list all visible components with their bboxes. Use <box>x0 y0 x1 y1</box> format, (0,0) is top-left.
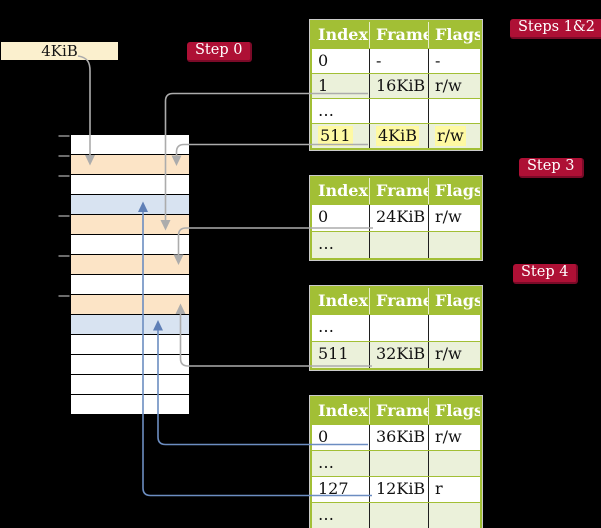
table-cell: 511 <box>312 124 370 148</box>
memory-row-peach <box>71 155 189 175</box>
step0-badge: Step 0 <box>187 42 253 62</box>
table-cell: 0 <box>312 49 370 73</box>
table-cell: r/w <box>435 344 462 363</box>
table-cell: 36KiB <box>370 425 429 450</box>
memory-row-peach <box>71 215 189 235</box>
header-frame: Frame <box>370 22 429 48</box>
table-cell <box>370 503 429 528</box>
memory-row-white <box>71 235 189 255</box>
table-cell: 1 <box>312 74 370 98</box>
table-cell <box>429 451 480 476</box>
table-cell <box>370 315 429 341</box>
table-row: … <box>312 502 480 528</box>
table-row: … <box>312 98 480 123</box>
memory-row-white <box>71 275 189 295</box>
memory-row-peach <box>71 255 189 275</box>
table-cell: 32KiB <box>370 342 429 368</box>
header-index: Index <box>312 22 370 48</box>
table-cell: r/w <box>435 126 466 146</box>
table-row: … <box>312 450 480 476</box>
memory-row-blue <box>71 315 189 335</box>
table-cell: - <box>435 51 441 70</box>
header-index: Index <box>312 398 370 424</box>
table-row: … <box>312 231 480 258</box>
memory-row-white <box>71 335 189 355</box>
memory-row-white <box>71 135 189 155</box>
table-cell: 0 <box>312 425 370 450</box>
table-cell <box>429 503 480 528</box>
header-frame: Frame <box>370 398 429 424</box>
header-index: Index <box>312 288 370 314</box>
table-cell: r <box>435 479 443 498</box>
physical-memory-stack <box>70 134 190 415</box>
table-cell: 4KiB <box>370 124 429 148</box>
table-cell: 127 <box>312 477 370 502</box>
memory-row-peach <box>71 295 189 315</box>
table-cell <box>370 99 429 123</box>
header-index: Index <box>312 178 370 204</box>
header-flags: Flags <box>435 181 480 200</box>
step3-badge: Step 3 <box>519 158 585 178</box>
table-cell: r/w <box>435 76 462 95</box>
table-cell: r/w <box>435 207 462 226</box>
table-cell: r/w <box>435 427 462 446</box>
table-cell: 12KiB <box>370 477 429 502</box>
memory-row-white <box>71 355 189 375</box>
table-cell: … <box>312 315 370 341</box>
table-cell: … <box>312 451 370 476</box>
header-frame: Frame <box>370 178 429 204</box>
table-cell <box>370 451 429 476</box>
memory-row-white <box>71 375 189 395</box>
table-cell: 16KiB <box>370 74 429 98</box>
table-cell <box>429 99 480 123</box>
table-cell: 0 <box>312 205 370 231</box>
header-flags: Flags <box>435 401 480 420</box>
table-row: 0-- <box>312 48 480 73</box>
step4-badge: Step 4 <box>513 264 579 284</box>
table-row: … <box>312 314 480 341</box>
table-cell <box>429 232 480 258</box>
header-flags: Flags <box>435 291 480 310</box>
memory-row-white <box>71 175 189 195</box>
header-flags: Flags <box>435 25 480 44</box>
table-cell <box>429 315 480 341</box>
memory-tick-marks <box>58 135 70 297</box>
page-size-label: 4KiB <box>1 42 118 60</box>
table-cell: … <box>312 232 370 258</box>
header-frame: Frame <box>370 288 429 314</box>
memory-row-white <box>71 395 189 414</box>
table-cell: 511 <box>312 342 370 368</box>
table-cell: … <box>312 503 370 528</box>
steps-1-2-badge: Steps 1&2 <box>510 19 601 39</box>
memory-row-blue <box>71 195 189 215</box>
table-cell <box>370 232 429 258</box>
table-cell: … <box>312 99 370 123</box>
table-cell: 24KiB <box>370 205 429 231</box>
table-cell: - <box>370 49 429 73</box>
